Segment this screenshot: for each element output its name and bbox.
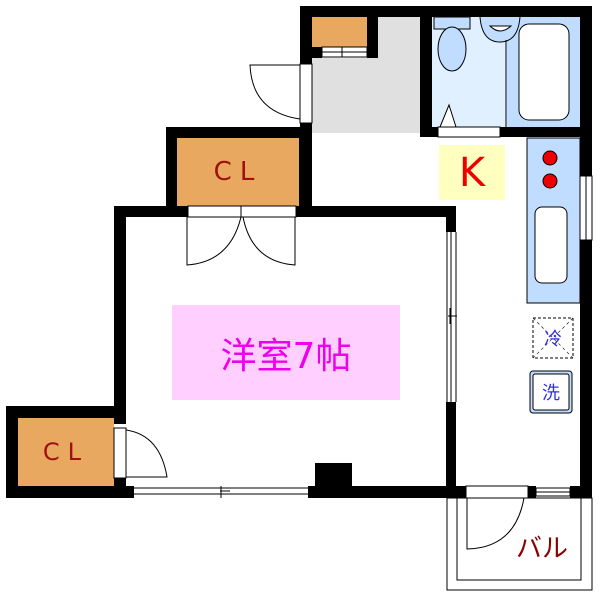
refrigerator-space [532,317,574,359]
closet-left-door-swing [125,429,168,478]
walls [6,6,592,498]
entrance-floor-upper [378,17,420,62]
entrance-floor [312,58,420,133]
kitchen-label: K [439,145,505,200]
western-room-label: 洋室7帖 [172,305,400,400]
balcony-door-swing [466,497,525,550]
closet-top-label: CL [213,157,263,187]
toilet-door [439,103,457,128]
balcony-label: バル [515,533,568,564]
balcony-door-frame [465,485,529,499]
closet-top-door-frame [187,205,297,218]
refrigerator-label: 冷 [544,329,562,350]
toilet-bowl [437,26,467,72]
shoe-cabinet [312,17,367,47]
closet-top-double-door [186,206,296,266]
stove-burner-2 [542,173,558,189]
entrance-door-swing [249,64,301,120]
washer-label: 洗 [542,383,560,404]
bath-door [437,126,501,138]
entrance-door-frame [299,63,313,124]
bathtub [518,23,570,121]
kitchen-sink [534,206,568,284]
closet-left-floor [18,418,114,486]
closet-left-door-frame [113,427,127,479]
closet-top-floor [177,138,299,206]
stove-burner-1 [542,150,558,166]
balcony-inner [456,497,582,581]
closet-left-label: CL [42,438,90,466]
